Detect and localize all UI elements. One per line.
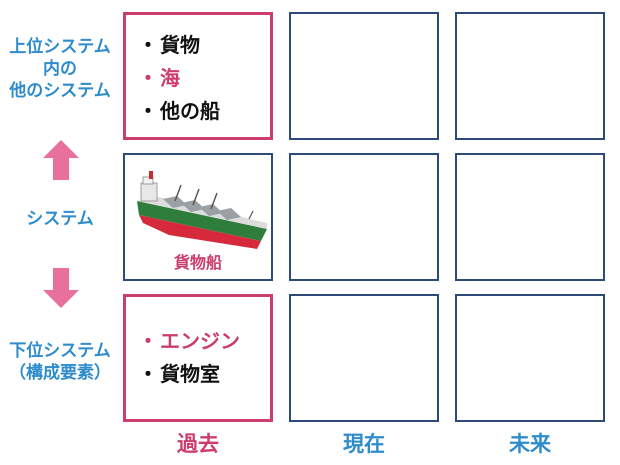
super-system-list: ・貨物 ・海 ・他の船 xyxy=(138,29,220,128)
list-item: ・他の船 xyxy=(138,99,220,123)
cargo-ship-icon xyxy=(137,171,267,249)
sub-system-list: ・エンジン ・貨物室 xyxy=(138,325,240,391)
arrow-down-icon xyxy=(43,268,79,308)
cell-present-system xyxy=(289,153,439,281)
row-label-line: 他のシステム xyxy=(9,81,111,101)
row-label-sub-system: 下位システム （構成要素） xyxy=(0,340,120,384)
list-item: ・貨物室 xyxy=(138,362,220,386)
list-item: ・エンジン xyxy=(138,329,240,353)
column-label-past: 過去 xyxy=(177,432,219,456)
cell-present-sub xyxy=(289,294,439,422)
arrow-up-icon xyxy=(43,140,79,180)
cell-present-super xyxy=(289,12,439,140)
row-label-line: 上位システム xyxy=(9,37,111,57)
cell-future-system xyxy=(455,153,605,281)
row-label-line: 内の xyxy=(43,59,77,79)
cell-past-super: ・貨物 ・海 ・他の船 xyxy=(123,12,273,140)
cell-future-sub xyxy=(455,294,605,422)
list-item: ・貨物 xyxy=(138,33,200,57)
column-label-present: 現在 xyxy=(343,432,385,456)
row-label-super-system: 上位システム 内の 他のシステム xyxy=(0,36,120,102)
ship-caption: 貨物船 xyxy=(173,253,222,272)
row-label-line: 下位システム xyxy=(9,341,111,361)
column-label-future: 未来 xyxy=(509,432,551,456)
row-label-line: （構成要素） xyxy=(9,363,111,383)
cell-future-super xyxy=(455,12,605,140)
list-item: ・海 xyxy=(138,66,180,90)
row-label-line: システム xyxy=(26,209,94,229)
cell-past-sub: ・エンジン ・貨物室 xyxy=(123,294,273,422)
cell-past-system: 貨物船 xyxy=(123,153,273,281)
row-label-system: システム xyxy=(0,208,120,230)
